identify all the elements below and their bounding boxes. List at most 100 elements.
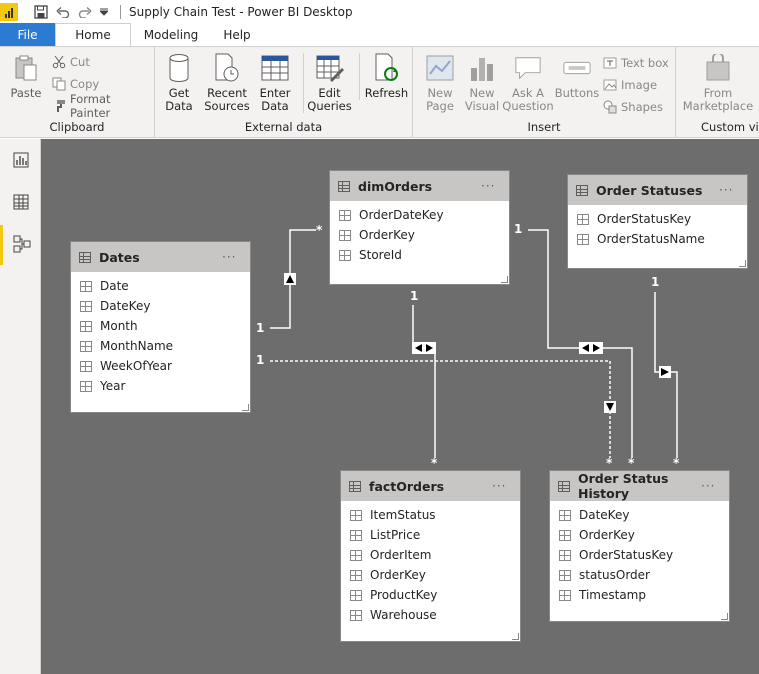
table-header[interactable]: factOrders ···: [341, 471, 520, 501]
field-row[interactable]: OrderKey: [330, 225, 509, 245]
field-row[interactable]: statusOrder: [550, 565, 729, 585]
redo-icon[interactable]: [74, 2, 96, 22]
resize-handle[interactable]: [501, 276, 508, 283]
save-icon[interactable]: [30, 2, 52, 22]
table-card-factorders[interactable]: factOrders ··· ItemStatus ListPrice Orde…: [340, 470, 521, 642]
field-row[interactable]: ListPrice: [341, 525, 520, 545]
field-row[interactable]: WeekOfYear: [71, 356, 250, 376]
cardinality-one: 1: [410, 289, 419, 303]
report-view-button[interactable]: [0, 141, 41, 181]
shapes-button[interactable]: Shapes: [603, 98, 663, 116]
insert-group: New Page New Visual Ask A Question Butto…: [413, 47, 676, 137]
more-options-icon[interactable]: ···: [222, 250, 237, 264]
table-icon: [558, 480, 570, 492]
enter-data-button[interactable]: Enter Data: [255, 53, 295, 113]
tab-modeling[interactable]: Modeling: [143, 27, 199, 42]
table-name: Order Status History: [578, 471, 669, 501]
refresh-button[interactable]: Refresh: [359, 53, 413, 100]
field-row[interactable]: OrderStatusKey: [568, 209, 747, 229]
copy-button[interactable]: Copy: [52, 75, 99, 93]
more-options-icon[interactable]: ···: [701, 479, 716, 493]
field-row[interactable]: Date: [71, 276, 250, 296]
column-icon: [80, 380, 92, 392]
field-row[interactable]: MonthName: [71, 336, 250, 356]
field-row[interactable]: OrderItem: [341, 545, 520, 565]
field-row[interactable]: Warehouse: [341, 605, 520, 625]
relationship-orderstatuses-orderstatushistory[interactable]: [654, 292, 678, 458]
more-options-icon[interactable]: ···: [492, 479, 507, 493]
chevron-down-icon[interactable]: [96, 2, 112, 22]
column-icon: [559, 569, 571, 581]
field-row[interactable]: ItemStatus: [341, 505, 520, 525]
table-card-dates[interactable]: Dates ··· Date DateKey Month MonthName W…: [70, 241, 251, 413]
get-data-button[interactable]: Get Data: [159, 53, 199, 113]
column-icon: [350, 509, 362, 521]
relationship-dates-dimorders[interactable]: [270, 229, 316, 329]
table-card-order-statuses[interactable]: Order Statuses ··· OrderStatusKey OrderS…: [567, 174, 748, 269]
shapes-icon: [603, 100, 617, 114]
image-button[interactable]: Image: [603, 76, 657, 94]
tab-help[interactable]: Help: [223, 27, 251, 42]
more-options-icon[interactable]: ···: [719, 183, 734, 197]
relationship-dimorders-orderstatushistory[interactable]: [528, 229, 633, 458]
field-row[interactable]: Timestamp: [550, 585, 729, 605]
resize-handle[interactable]: [739, 260, 746, 267]
relationship-dimorders-factorders[interactable]: [412, 305, 436, 458]
field-row[interactable]: OrderStatusName: [568, 229, 747, 249]
tab-file[interactable]: File: [0, 23, 55, 46]
field-row[interactable]: DateKey: [550, 505, 729, 525]
field-row[interactable]: DateKey: [71, 296, 250, 316]
tab-home[interactable]: Home: [55, 23, 131, 46]
cut-button[interactable]: Cut: [52, 53, 90, 71]
table-icon: [338, 180, 350, 192]
external-data-group-label: External data: [244, 120, 323, 134]
data-view-button[interactable]: [0, 183, 41, 223]
text-box-button[interactable]: Text box: [603, 54, 669, 72]
resize-handle[interactable]: [512, 633, 519, 640]
field-row[interactable]: OrderKey: [550, 525, 729, 545]
column-icon: [350, 549, 362, 561]
table-header[interactable]: Order Statuses ···: [568, 175, 747, 205]
model-view-button[interactable]: [0, 225, 41, 265]
from-marketplace-button[interactable]: From Marketplace: [682, 53, 754, 113]
table-header[interactable]: Order Status History ···: [550, 471, 729, 501]
buttons-button[interactable]: Buttons: [555, 53, 599, 100]
scissors-icon: [52, 55, 66, 69]
cardinality-one: 1: [514, 222, 523, 236]
table-name: Order Statuses: [596, 182, 703, 198]
undo-icon[interactable]: [52, 2, 74, 22]
table-card-dimorders[interactable]: dimOrders ··· OrderDateKey OrderKey Stor…: [329, 170, 510, 285]
field-row[interactable]: Month: [71, 316, 250, 336]
resize-handle[interactable]: [721, 613, 728, 620]
resize-handle[interactable]: [242, 404, 249, 411]
format-painter-button[interactable]: Format Painter: [52, 92, 154, 120]
recent-sources-button[interactable]: Recent Sources: [201, 53, 253, 113]
field-row[interactable]: ProductKey: [341, 585, 520, 605]
paste-button[interactable]: Paste: [8, 53, 44, 100]
relationship-dates-orderstatushistory[interactable]: [270, 360, 616, 458]
ask-question-button[interactable]: Ask A Question: [502, 53, 554, 113]
model-view-icon: [13, 235, 31, 256]
cardinality-many: *: [628, 456, 635, 470]
field-row[interactable]: Year: [71, 376, 250, 396]
table-card-order-status-history[interactable]: Order Status History ··· DateKey OrderKe…: [549, 470, 730, 622]
field-row[interactable]: OrderDateKey: [330, 205, 509, 225]
new-page-button[interactable]: New Page: [417, 53, 463, 113]
more-options-icon[interactable]: ···: [481, 179, 496, 193]
column-icon: [350, 609, 362, 621]
recent-sources-icon: [213, 53, 241, 83]
new-visual-button[interactable]: New Visual: [463, 53, 501, 113]
view-switcher: [0, 139, 41, 674]
ribbon-tabs: File Home Modeling Help: [0, 23, 759, 46]
field-row[interactable]: StoreId: [330, 245, 509, 265]
image-icon: [603, 78, 617, 92]
field-row[interactable]: OrderStatusKey: [550, 545, 729, 565]
field-row[interactable]: OrderKey: [341, 565, 520, 585]
table-icon: [576, 184, 588, 196]
table-header[interactable]: dimOrders ···: [330, 171, 509, 201]
edit-queries-button[interactable]: Edit Queries: [303, 53, 355, 113]
marketplace-icon: [704, 53, 732, 83]
window-title: Supply Chain Test - Power BI Desktop: [120, 4, 353, 19]
table-header[interactable]: Dates ···: [71, 242, 250, 272]
table-icon: [79, 251, 91, 263]
